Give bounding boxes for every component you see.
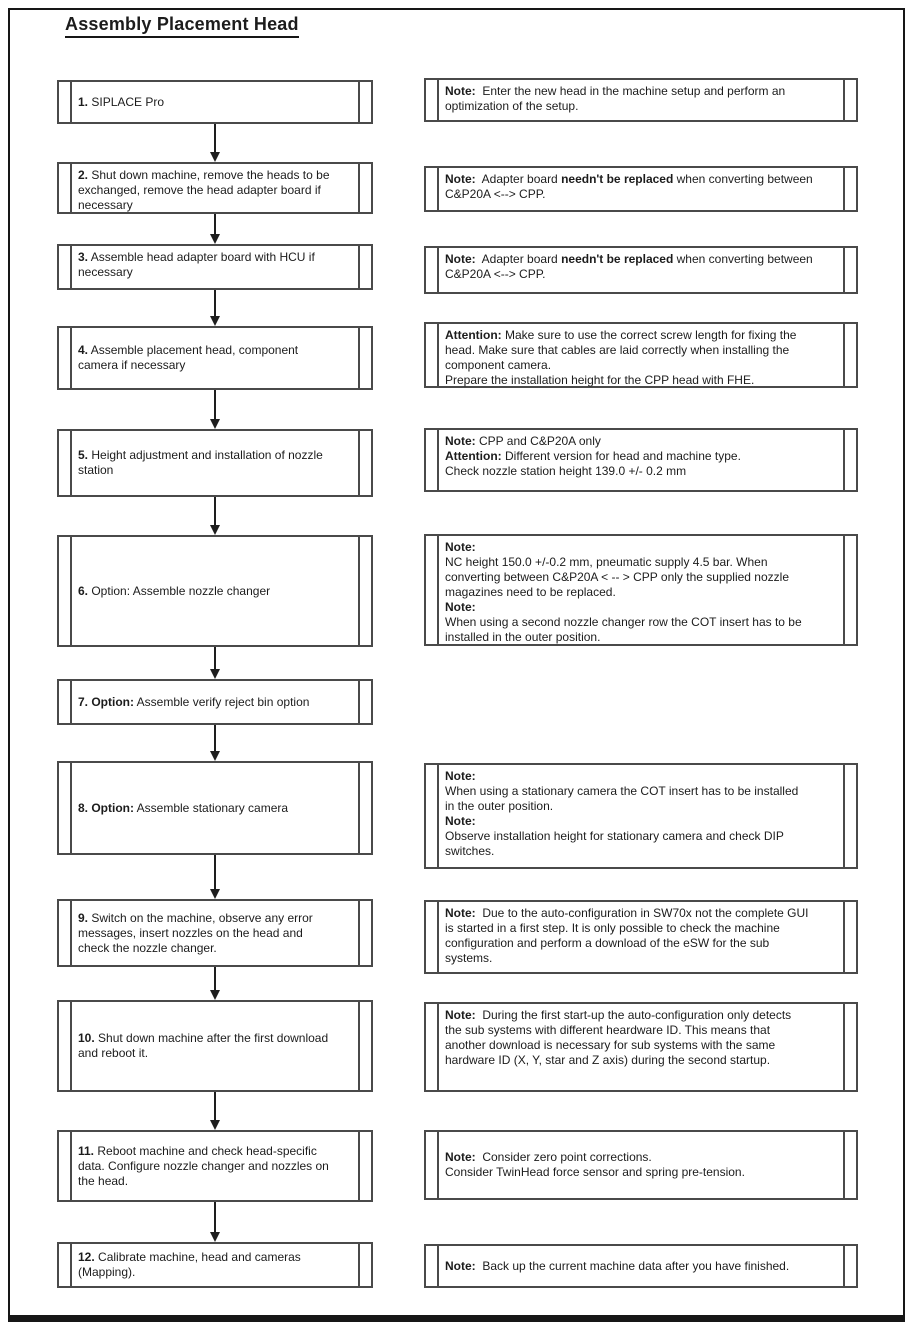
flow-arrow-6 [210, 647, 220, 679]
step-box-6: 6. Option: Assemble nozzle changer [57, 535, 373, 647]
step-text-7: 7. Option: Assemble verify reject bin op… [78, 694, 310, 709]
note-text-9: Note: Due to the auto-configuration in S… [445, 906, 809, 965]
note-box-2: Note: Adapter board needn't be replaced … [424, 166, 858, 212]
note-box-11: Note: Consider zero point corrections.Co… [424, 1130, 858, 1200]
flow-arrow-9 [210, 967, 220, 1000]
step-text-6: 6. Option: Assemble nozzle changer [78, 583, 271, 598]
step-box-10: 10. Shut down machine after the first do… [57, 1000, 373, 1092]
flow-arrow-2 [210, 214, 220, 244]
step-box-2: 2. Shut down machine, remove the heads t… [57, 162, 373, 214]
note-box-8: Note:When using a stationary camera the … [424, 763, 858, 869]
note-box-3: Note: Adapter board needn't be replaced … [424, 246, 858, 294]
note-text-10: Note: During the first start-up the auto… [445, 1008, 792, 1067]
page-border [8, 8, 905, 1322]
note-box-9: Note: Due to the auto-configuration in S… [424, 900, 858, 974]
note-text-1: Note: Enter the new head in the machine … [445, 84, 786, 113]
flow-arrow-3 [210, 290, 220, 326]
flow-arrow-5 [210, 497, 220, 535]
note-text-4: Attention: Make sure to use the correct … [445, 328, 797, 387]
step-text-3: 3. Assemble head adapter board with HCU … [78, 250, 315, 279]
note-box-6: Note:NC height 150.0 +/-0.2 mm, pneumati… [424, 534, 858, 646]
step-box-9: 9. Switch on the machine, observe any er… [57, 899, 373, 967]
step-text-9: 9. Switch on the machine, observe any er… [78, 910, 313, 955]
note-box-12: Note: Back up the current machine data a… [424, 1244, 858, 1288]
note-box-10: Note: During the first start-up the auto… [424, 1002, 858, 1092]
step-box-12: 12. Calibrate machine, head and cameras(… [57, 1242, 373, 1288]
page-title: Assembly Placement Head [65, 14, 299, 38]
note-box-1: Note: Enter the new head in the machine … [424, 78, 858, 122]
step-box-8: 8. Option: Assemble stationary camera [57, 761, 373, 855]
note-text-12: Note: Back up the current machine data a… [445, 1258, 790, 1273]
step-box-11: 11. Reboot machine and check head-specif… [57, 1130, 373, 1202]
note-box-4: Attention: Make sure to use the correct … [424, 322, 858, 388]
flow-arrow-8 [210, 855, 220, 899]
flow-arrow-11 [210, 1202, 220, 1242]
step-text-2: 2. Shut down machine, remove the heads t… [78, 168, 330, 212]
note-text-11: Note: Consider zero point corrections.Co… [445, 1150, 745, 1179]
step-text-11: 11. Reboot machine and check head-specif… [78, 1143, 329, 1188]
flow-arrow-10 [210, 1092, 220, 1130]
step-text-5: 5. Height adjustment and installation of… [78, 448, 323, 477]
note-text-3: Note: Adapter board needn't be replaced … [445, 252, 813, 281]
step-text-10: 10. Shut down machine after the first do… [78, 1031, 329, 1060]
flow-arrow-7 [210, 725, 220, 761]
note-text-6: Note:NC height 150.0 +/-0.2 mm, pneumati… [445, 540, 802, 644]
flow-arrow-4 [210, 390, 220, 429]
step-box-1: 1. SIPLACE Pro [57, 80, 373, 124]
note-text-8: Note:When using a stationary camera the … [445, 769, 799, 858]
step-box-3: 3. Assemble head adapter board with HCU … [57, 244, 373, 290]
step-box-7: 7. Option: Assemble verify reject bin op… [57, 679, 373, 725]
flow-arrow-1 [210, 124, 220, 162]
step-text-12: 12. Calibrate machine, head and cameras(… [78, 1250, 301, 1279]
step-text-8: 8. Option: Assemble stationary camera [78, 800, 289, 815]
note-text-2: Note: Adapter board needn't be replaced … [445, 172, 813, 201]
step-text-1: 1. SIPLACE Pro [78, 94, 165, 109]
step-box-5: 5. Height adjustment and installation of… [57, 429, 373, 497]
